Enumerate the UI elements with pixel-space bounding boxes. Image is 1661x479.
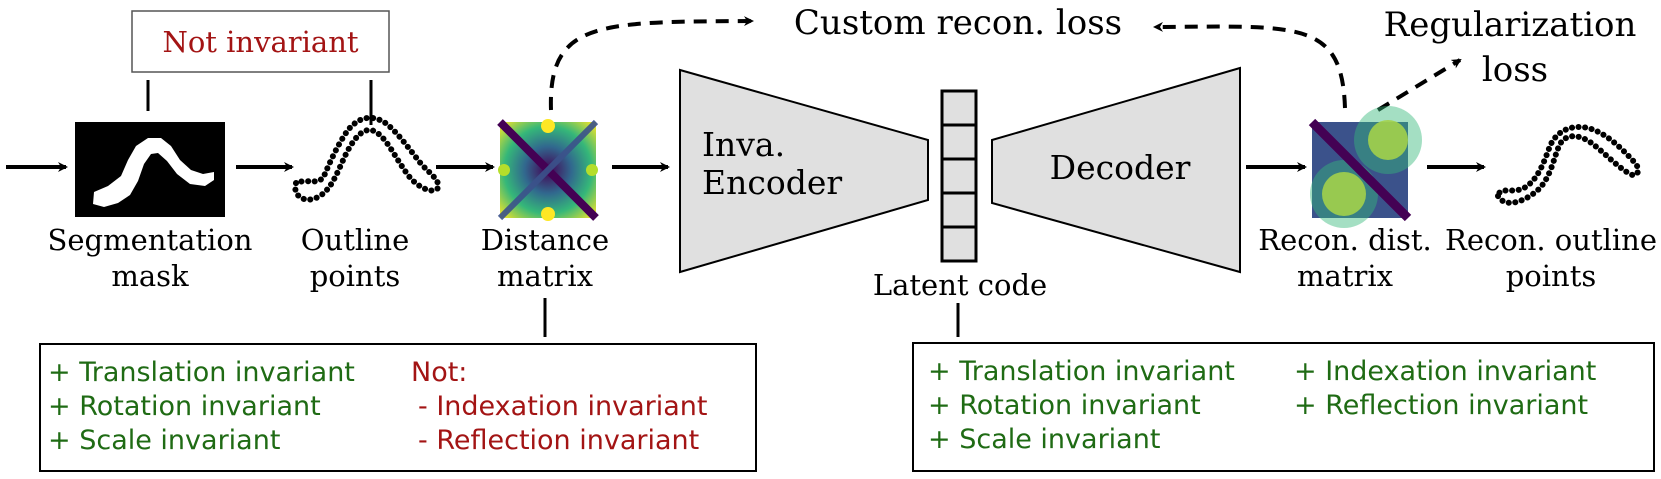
decoder-label: Decoder: [1030, 150, 1210, 186]
outline-points-image: [292, 114, 442, 203]
not-invariant-box: [131, 10, 390, 73]
left-box-not-item: - Reflection invariant: [418, 425, 700, 456]
right-box-item: + Scale invariant: [928, 424, 1161, 455]
regularization-loss-label: Regularization loss: [1360, 3, 1660, 93]
right-box-item: + Translation invariant: [928, 356, 1235, 387]
left-box-item: + Translation invariant: [48, 357, 355, 388]
not-heading: Not:: [411, 357, 468, 388]
right-invariance-box: [912, 342, 1655, 472]
recon-outline-points-line1: Recon. outline: [1445, 223, 1657, 257]
segmentation-mask-line2: mask: [111, 259, 189, 293]
decoder-block: [991, 66, 1241, 274]
loss-arrows: [548, 16, 1462, 112]
encoder-line2: Encoder: [702, 163, 843, 202]
right-box-item: + Rotation invariant: [928, 390, 1201, 421]
left-box-item: + Scale invariant: [48, 425, 281, 456]
regularization-loss-line1: Regularization: [1383, 5, 1637, 45]
custom-recon-loss-text: Custom recon. loss: [793, 3, 1123, 43]
decoder-text: Decoder: [1049, 148, 1191, 187]
recon-dist-matrix-label: Recon. dist. matrix: [1255, 222, 1435, 294]
recon-outline-points-image: [1494, 124, 1641, 206]
outline-points-label: Outline points: [280, 222, 430, 294]
dashed-arrow-icon: [1376, 58, 1462, 112]
recon-dist-matrix-line1: Recon. dist.: [1258, 223, 1432, 257]
distance-matrix-label: Distance matrix: [470, 222, 620, 294]
latent-code-vector: [940, 89, 978, 263]
left-invariance-box: [39, 343, 757, 472]
recon-distance-matrix-heatmap: [1308, 106, 1422, 228]
recon-outline-points-label: Recon. outline points: [1436, 222, 1661, 294]
latent-code-text: Latent code: [872, 268, 1048, 302]
right-box-item: + Reflection invariant: [1294, 390, 1589, 421]
left-box-item: + Rotation invariant: [48, 391, 321, 422]
outline-points-line1: Outline: [300, 223, 410, 257]
distance-matrix-line2: matrix: [497, 259, 593, 293]
encoder-line1: Inva.: [702, 125, 786, 164]
dashed-arrow-icon: [1153, 21, 1347, 109]
custom-recon-loss-label: Custom recon. loss: [768, 3, 1148, 43]
distance-matrix-heatmap: [497, 119, 599, 221]
distance-matrix-line1: Distance: [480, 223, 610, 257]
outline-points-line2: points: [309, 259, 401, 293]
encoder-label: Inva. Encoder: [702, 126, 882, 202]
recon-dist-matrix-line2: matrix: [1297, 259, 1393, 293]
segmentation-mask-image: [75, 122, 225, 217]
segmentation-mask-label: Segmentation mask: [20, 222, 280, 294]
recon-outline-points-line2: points: [1505, 259, 1597, 293]
dashed-arrow-icon: [548, 16, 754, 111]
left-box-not-item: - Indexation invariant: [418, 391, 708, 422]
right-box-item: + Indexation invariant: [1294, 356, 1597, 387]
segmentation-mask-line1: Segmentation: [47, 223, 253, 257]
regularization-loss-line2: loss: [1481, 50, 1549, 90]
latent-code-label: Latent code: [860, 267, 1060, 303]
not-invariant-label: Not invariant: [132, 24, 389, 60]
encoder-block: [679, 68, 929, 274]
not-invariant-text: Not invariant: [162, 25, 359, 59]
